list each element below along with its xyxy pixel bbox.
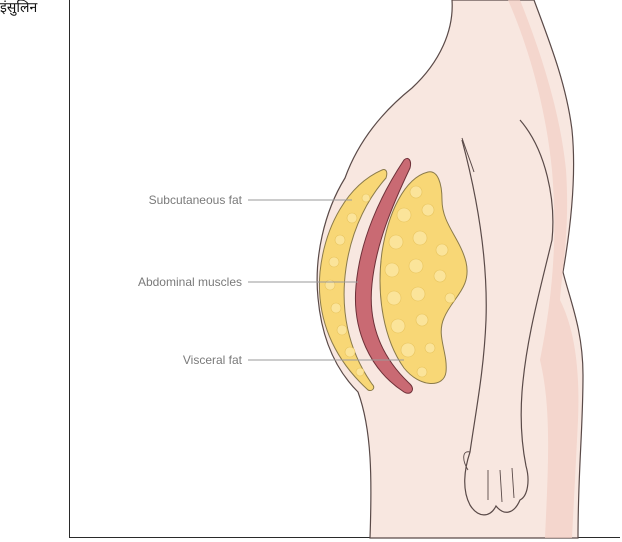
visceral-fat-label: Visceral fat: [183, 353, 243, 367]
abdominal-muscles-label: Abdominal muscles: [138, 275, 242, 289]
subcutaneous-fat-label: Subcutaneous fat: [149, 193, 243, 207]
